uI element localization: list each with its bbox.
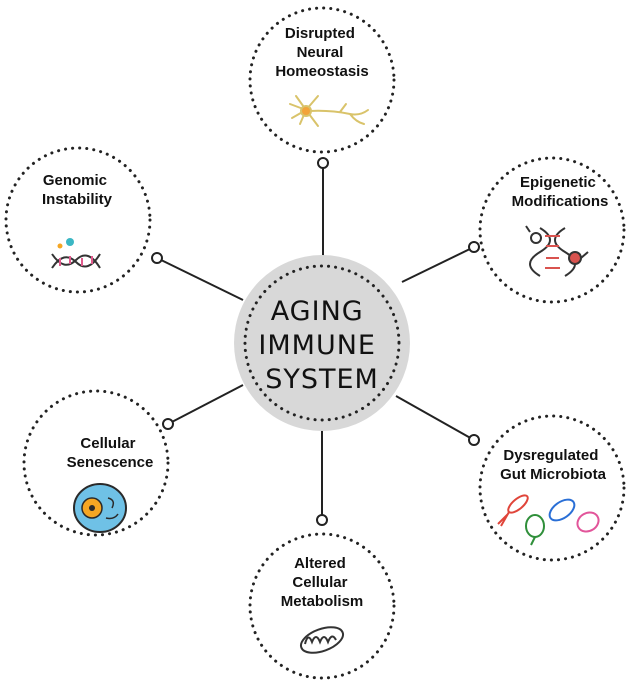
dot-neural — [317, 157, 329, 169]
methylated-dna-icon — [525, 225, 589, 277]
neuron-icon — [289, 95, 369, 127]
cell-icon — [73, 483, 127, 533]
node-label-metabolism: Altered Cellular Metabolism — [281, 555, 364, 610]
center-circle — [234, 255, 410, 431]
node-circle-metabolism — [248, 532, 396, 680]
connector-epigenetic — [401, 246, 475, 283]
node-circle-senescence — [22, 389, 170, 537]
dot-metabolism — [316, 514, 328, 526]
dot-senescence — [162, 418, 174, 430]
connector-senescence — [167, 384, 244, 425]
bacteria-icon — [497, 494, 600, 546]
center-line-2: IMMUNE — [258, 330, 376, 361]
node-label-senescence: Cellular Senescence — [67, 435, 154, 471]
connector-microbiota — [395, 395, 475, 441]
center-node: AGING IMMUNE SYSTEM — [234, 255, 410, 431]
connector-genomic — [156, 257, 244, 301]
center-line-1: AGING — [271, 296, 364, 327]
dot-microbiota — [468, 434, 480, 446]
node-circle-neural — [248, 6, 396, 154]
mitochondrion-icon — [299, 626, 345, 654]
connector-dots — [151, 157, 480, 526]
dot-epigenetic — [468, 241, 480, 253]
node-circle-epigenetic — [478, 156, 626, 304]
connectors — [156, 163, 475, 520]
node-circle-microbiota — [478, 414, 626, 562]
dna-helix-icon — [51, 238, 101, 269]
center-label: AGING IMMUNE SYSTEM — [258, 296, 385, 395]
node-label-epigenetic: Epigenetic Modifications — [512, 174, 609, 210]
center-dotted-ring — [243, 264, 401, 422]
node-label-microbiota: Dysregulated Gut Microbiota — [500, 447, 606, 483]
node-circle-genomic — [4, 146, 152, 294]
dot-genomic — [151, 252, 163, 264]
node-label-genomic: Genomic Instability — [42, 172, 113, 208]
center-line-3: SYSTEM — [265, 364, 379, 395]
node-label-neural: Disrupted Neural Homeostasis — [275, 25, 368, 80]
